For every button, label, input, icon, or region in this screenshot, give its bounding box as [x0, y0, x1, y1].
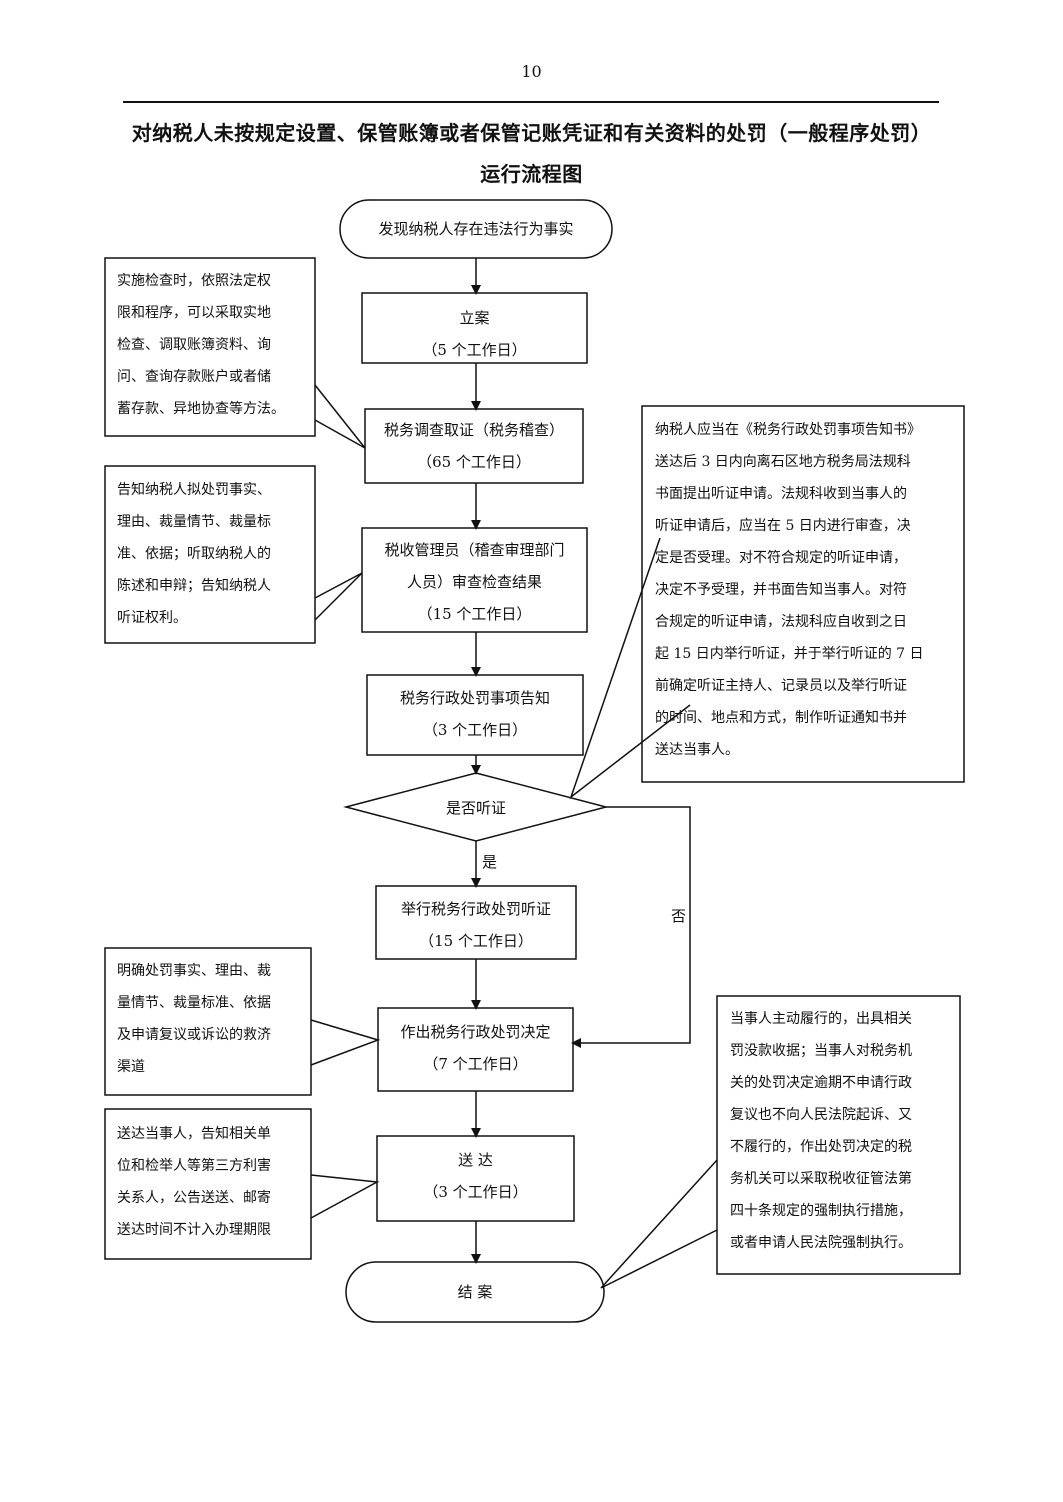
- note-review: 告知纳税人拟处罚事实、 理由、裁量情节、裁量标 准、依据；听取纳税人的 陈述和申…: [117, 474, 307, 634]
- callout-end: [600, 1159, 718, 1289]
- note-investigate: 实施检查时，依照法定权 限和程序，可以采取实地 检查、调取账簿资料、询 问、查询…: [117, 265, 307, 425]
- callout-deliver: [310, 1174, 380, 1219]
- note-line: 送达时间不计入办理期限: [117, 1222, 271, 1238]
- review-label-line2: 人员）审查检查结果: [406, 573, 542, 591]
- note-line: 前确定听证主持人、记录员以及举行听证: [655, 678, 907, 694]
- callout-decide: [310, 1019, 381, 1066]
- note-line: 书面提出听证申请。法规科收到当事人的: [655, 486, 907, 502]
- note-line: 理由、裁量情节、裁量标: [117, 514, 271, 530]
- hearing-duration: （15 个工作日）: [419, 932, 533, 950]
- note-decide: 明确处罚事实、理由、裁 量情节、裁量标准、依据 及申请复议或诉讼的救济 渠道: [117, 955, 303, 1083]
- deliver-duration: （3 个工作日）: [423, 1183, 528, 1201]
- note-line: 实施检查时，依照法定权: [117, 273, 271, 289]
- note-hearing-box: [641, 405, 965, 783]
- page-title: 对纳税人未按规定设置、保管账簿或者保管记账凭证和有关资料的处罚（一般程序处罚）: [131, 121, 932, 145]
- note-deliver-box: [104, 1108, 312, 1260]
- review-duration: （15 个工作日）: [417, 605, 532, 623]
- note-line: 告知纳税人拟处罚事实、: [117, 482, 271, 498]
- callout-review: [314, 572, 363, 621]
- register-label: 立案: [459, 309, 490, 327]
- decide-label: 作出税务行政处罚决定: [400, 1023, 551, 1041]
- note-line: 定是否受理。对不符合规定的听证申请，: [655, 550, 907, 566]
- start-label: 发现纳税人存在违法行为事实: [378, 220, 574, 238]
- note-line: 或者申请人民法院强制执行。: [730, 1235, 912, 1251]
- note-line: 送达后 3 日内向离石区地方税务局法规科: [655, 454, 911, 470]
- review-step: 税收管理员（稽查审理部门 人员）审查检查结果 （15 个工作日）: [362, 534, 587, 630]
- note-line: 听证权利。: [117, 610, 187, 626]
- note-deliver: 送达当事人，告知相关单 位和检举人等第三方利害 关系人，公告送送、邮寄 送达时间…: [117, 1118, 303, 1246]
- note-line: 关系人，公告送送、邮寄: [117, 1190, 271, 1206]
- note-end: 当事人主动履行的，出具相关 罚没款收据；当事人对税务机 关的处罚决定逾期不申请行…: [730, 1003, 952, 1259]
- hearing-step: 举行税务行政处罚听证 （15 个工作日）: [376, 893, 576, 957]
- investigate-label: 税务调查取证（税务稽查）: [383, 421, 564, 439]
- investigate-duration: （65 个工作日）: [417, 453, 531, 471]
- note-line: 问、查询存款账户或者储: [117, 369, 271, 385]
- note-line: 准、依据；听取纳税人的: [117, 546, 271, 562]
- callout-investigate: [314, 384, 366, 449]
- note-line: 务机关可以采取税收征管法第: [730, 1171, 912, 1187]
- note-line: 复议也不向人民法院起诉、又: [730, 1107, 912, 1123]
- note-line: 量情节、裁量标准、依据: [117, 995, 271, 1011]
- note-decide-box: [104, 947, 312, 1096]
- note-end-box: [716, 995, 961, 1275]
- note-line: 当事人主动履行的，出具相关: [730, 1011, 912, 1027]
- page-subtitle: 运行流程图: [480, 162, 583, 186]
- edge-yes-label: 是: [482, 853, 498, 871]
- page-number: 10: [521, 62, 542, 81]
- hearing-label: 举行税务行政处罚听证: [400, 900, 551, 918]
- deliver-label: 送 达: [458, 1151, 493, 1169]
- investigate-step: 税务调查取证（税务稽查） （65 个工作日）: [365, 414, 583, 478]
- note-line: 限和程序，可以采取实地: [117, 305, 271, 321]
- note-line: 关的处罚决定逾期不申请行政: [730, 1075, 912, 1091]
- review-label-line1: 税收管理员（稽查审理部门: [384, 541, 565, 559]
- note-line: 纳税人应当在《税务行政处罚事项告知书》: [655, 422, 921, 438]
- note-line: 听证申请后，应当在 5 日内进行审查，决: [655, 518, 911, 534]
- decide-step: 作出税务行政处罚决定 （7 个工作日）: [378, 1016, 573, 1080]
- decide-duration: （7 个工作日）: [423, 1055, 528, 1073]
- note-line: 四十条规定的强制执行措施，: [730, 1203, 912, 1219]
- note-line: 蓄存款、异地协查等方法。: [117, 401, 285, 417]
- notify-step: 税务行政处罚事项告知 （3 个工作日）: [367, 682, 583, 746]
- register-step: 立案 （5 个工作日）: [362, 302, 587, 366]
- note-hearing: 纳税人应当在《税务行政处罚事项告知书》 送达后 3 日内向离石区地方税务局法规科…: [655, 414, 955, 766]
- note-line: 起 15 日内举行听证，并于举行听证的 7 日: [655, 646, 924, 662]
- note-line: 明确处罚事实、理由、裁: [117, 963, 271, 979]
- note-line: 送达当事人。: [655, 742, 739, 758]
- note-line: 的时间、地点和方式，制作听证通知书并: [655, 710, 907, 726]
- arrow-no-branch: [571, 806, 691, 1048]
- deliver-step: 送 达 （3 个工作日）: [377, 1144, 574, 1208]
- notify-duration: （3 个工作日）: [422, 721, 528, 739]
- register-duration: （5 个工作日）: [422, 341, 527, 359]
- note-line: 决定不予受理，并书面告知当事人。对符: [655, 582, 907, 598]
- note-investigate-box: [104, 257, 316, 437]
- notify-label: 税务行政处罚事项告知: [399, 689, 550, 707]
- note-line: 不履行的，作出处罚决定的税: [730, 1139, 912, 1155]
- note-review-box: [104, 465, 316, 644]
- note-line: 合规定的听证申请，法规科应自收到之日: [655, 614, 907, 630]
- note-line: 渠道: [117, 1059, 145, 1075]
- note-line: 罚没款收据；当事人对税务机: [730, 1043, 912, 1059]
- callout-hearing: [569, 537, 691, 800]
- note-line: 及申请复议或诉讼的救济: [117, 1027, 271, 1043]
- decision-label: 是否听证: [445, 799, 506, 817]
- header-rule: [123, 101, 939, 103]
- note-line: 陈述和申辩；告知纳税人: [117, 578, 271, 594]
- note-line: 送达当事人，告知相关单: [117, 1126, 271, 1142]
- end-label: 结 案: [457, 1283, 493, 1301]
- edge-no-label: 否: [671, 907, 687, 925]
- note-line: 位和检举人等第三方利害: [117, 1158, 271, 1174]
- note-line: 检查、调取账簿资料、询: [117, 337, 271, 353]
